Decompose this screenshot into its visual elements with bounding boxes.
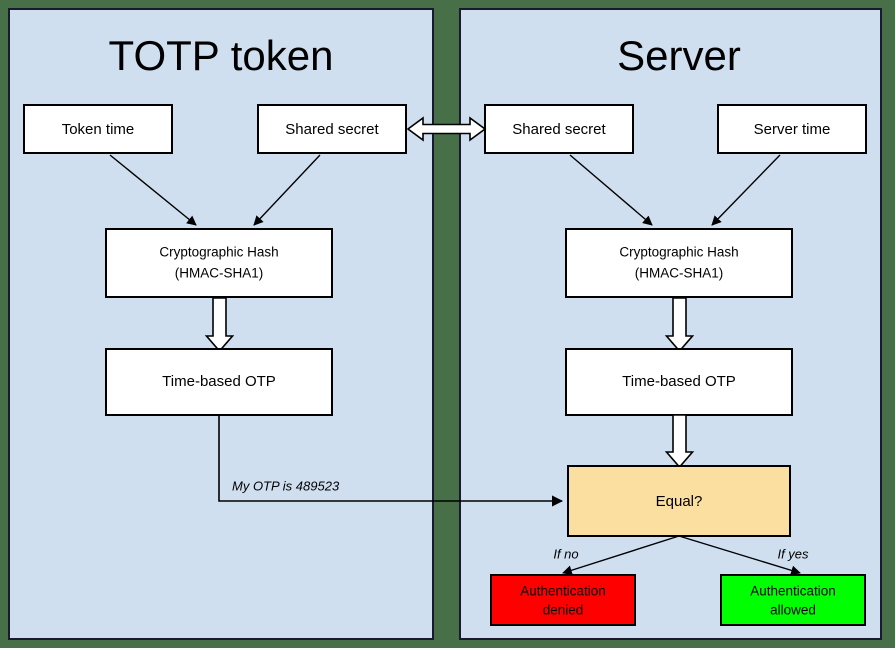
node-equal-decision [567, 465, 791, 537]
node-token-hash [105, 228, 333, 298]
node-server-shared-secret-label: Shared secret [512, 121, 606, 138]
edge-token-hash-to-otp [204, 297, 235, 353]
panel-title-totp-token: TOTP token [109, 32, 334, 79]
edge-server-secret-to-hash [569, 154, 653, 226]
node-server-time [717, 104, 867, 154]
edge-server-otp-to-equal [664, 414, 695, 469]
node-server-hash-line1: Cryptographic Hash [619, 245, 738, 260]
node-auth-denied-line1: Authentication [520, 584, 606, 599]
node-token-time [23, 104, 173, 154]
node-token-hash-line2: (HMAC-SHA1) [175, 266, 264, 281]
node-token-hash-line1: Cryptographic Hash [159, 245, 278, 260]
edge-token-secret-to-hash [253, 154, 321, 226]
node-auth-denied-line2: denied [543, 603, 584, 618]
node-server-time-label: Server time [754, 121, 831, 138]
panel-title-server: Server [617, 32, 741, 79]
node-auth-allowed-line1: Authentication [750, 584, 836, 599]
edge-label-if-yes: If yes [777, 546, 809, 561]
node-auth-allowed [720, 574, 866, 626]
node-auth-denied [490, 574, 636, 626]
node-server-shared-secret [484, 104, 634, 154]
edge-server-hash-to-otp [664, 297, 695, 353]
edge-equal-to-denied [562, 535, 680, 575]
node-token-otp [105, 348, 333, 416]
node-server-otp-label: Time-based OTP [622, 373, 736, 390]
edge-token-time-to-hash [109, 154, 197, 226]
node-server-otp [565, 348, 793, 416]
node-token-time-label: Token time [62, 121, 135, 138]
edge-label-if-no: If no [553, 546, 578, 561]
node-token-otp-label: Time-based OTP [162, 373, 276, 390]
panel-server [459, 8, 882, 640]
edge-server-time-to-hash [711, 154, 781, 226]
node-token-shared-secret [257, 104, 407, 154]
node-equal-decision-label: Equal? [656, 493, 703, 510]
node-auth-allowed-line2: allowed [770, 603, 816, 618]
node-server-hash [565, 228, 793, 298]
node-server-hash-line2: (HMAC-SHA1) [635, 266, 724, 281]
edge-otp-message-to-equal [218, 415, 564, 507]
shared-secret-sync-arrow [406, 116, 487, 142]
node-token-shared-secret-label: Shared secret [285, 121, 379, 138]
edge-label-otp-message: My OTP is 489523 [232, 478, 340, 493]
edge-equal-to-allowed [678, 535, 801, 576]
